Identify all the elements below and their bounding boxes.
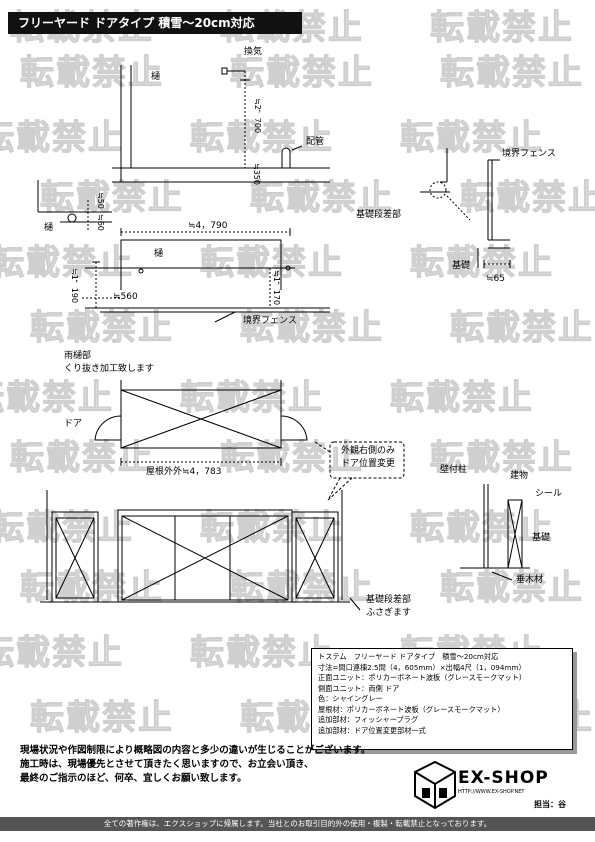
boundary-fence-label: 境界フェンス	[243, 316, 297, 326]
watermark-text: 転載禁止	[230, 53, 374, 94]
dim-2700: ≒2，700	[253, 98, 262, 134]
spec-line: 追加部材：ドア位置変更部材一式	[318, 725, 426, 735]
watermark-text: 転載禁止	[0, 633, 124, 674]
building-label: 建物	[510, 471, 529, 481]
watermark-text: 転載禁止	[440, 53, 584, 94]
notice-line: 施工時は、現場優先とさせて頂きたく思いますので、お立会い頂き、	[20, 759, 314, 770]
top-elevation	[112, 65, 330, 183]
dim-4790: ≒4，790	[188, 221, 228, 231]
watermark-text: 転載禁止	[400, 118, 544, 159]
ventilation-label: 換気	[244, 47, 263, 57]
dim-65: ≒65	[486, 274, 506, 284]
watermark-text: 転載禁止	[20, 53, 164, 94]
notice-line: 最終のご指示のほど、何卒、宜しくお願い致します。	[20, 773, 247, 784]
spec-line: 側面ユニット：両側 ドア	[318, 683, 400, 693]
watermark-text: 転載禁止	[430, 438, 574, 479]
spec-line: 寸法=間口連棟2.5間（4，605mm）×出幅4尺（1，094mm）	[318, 662, 526, 672]
watermark-text: 転載禁止	[460, 178, 595, 219]
watermark-text: 転載禁止	[390, 378, 534, 419]
watermark-text: 転載禁止	[410, 508, 554, 549]
dim-560: ≒560	[113, 292, 138, 302]
wall-post-label: 壁付柱	[440, 465, 468, 475]
gutter-label-left: 樋	[44, 223, 54, 233]
door-position-note: 外観右側のみ ドア位置変更	[340, 446, 395, 469]
foundation-detail	[420, 148, 511, 268]
watermark-text: 転載禁止	[200, 508, 344, 549]
door-label: ドア	[64, 419, 83, 429]
spec-line: 正面ユニット：ポリカーボネート波板（グレースモークマット）	[318, 673, 527, 682]
watermark-text: 転載禁止	[440, 568, 584, 609]
watermark-text: 転載禁止	[410, 243, 554, 284]
notice: 現場状況や作図制限により概略図の内容と多少の違いが生じることがございます。 施工…	[20, 744, 370, 786]
page-title: フリーヤード ドアタイプ 積雪～20cm対応	[8, 12, 302, 34]
watermark-text: 転載禁止	[0, 508, 134, 549]
watermark-text: 転載禁止	[190, 633, 334, 674]
vertical-wood-label: 垂木材	[516, 575, 544, 585]
watermark-text: 転載禁止	[180, 378, 324, 419]
front-elevation	[40, 380, 405, 611]
spec-line: トステム フリーヤード ドアタイプ 積雪～20cm対応	[318, 652, 499, 661]
watermark-text: 転載禁止	[30, 308, 174, 349]
dim-1170: ≒1，170	[272, 270, 281, 306]
watermark-text: 転載禁止	[0, 243, 134, 284]
copyright-footer: 全ての著作権は、エクスショップに帰属します。当社とのお取引目的外の使用・複製・転…	[0, 817, 595, 831]
foundation-label: 基礎	[452, 261, 471, 271]
watermark-text: 転載禁止	[10, 438, 154, 479]
gutter-label: 樋	[151, 72, 161, 82]
watermark-text: 転載禁止	[220, 438, 364, 479]
dim-1190: ≒1，190	[70, 268, 79, 304]
dim-50: ≒50	[96, 192, 105, 209]
boundary-fence-label-detail: 境界フェンス	[502, 149, 556, 159]
wall-detail	[460, 484, 530, 581]
watermark-text: 転載禁止	[200, 243, 344, 284]
watermark-text: 転載禁止	[240, 308, 384, 349]
foundation-label-2: 基礎	[532, 533, 551, 543]
watermark-text: 転載禁止	[450, 308, 594, 349]
spec-line: 追加部材：フィッシャープラグ	[318, 715, 419, 724]
foundation-step-label: 基礎段差部	[356, 210, 402, 220]
dim-350: ≒350	[252, 163, 261, 185]
watermark-text: 転載禁止	[190, 118, 334, 159]
notice-line: 現場状況や作図制限により概略図の内容と多少の違いが生じることがございます。	[20, 745, 371, 756]
watermark-text: 転載禁止	[250, 178, 394, 219]
watermark-text: 転載禁止	[30, 698, 174, 739]
pipe-label: 配管	[306, 137, 325, 147]
gutter-label-plan: 樋	[154, 249, 164, 259]
roof-width-label: 屋根外外≒4，783	[146, 467, 222, 477]
staff-label: 担当：谷	[534, 800, 566, 809]
logo-cube-icon	[414, 760, 456, 810]
spec-line: 色：シャイングレー	[318, 694, 383, 703]
foundation-step-cover-note: 基礎段差部 ふさぎます	[366, 595, 412, 618]
watermark-text: 転載禁止	[430, 8, 574, 49]
spec-line: 屋根材：ポリカーボネート波板（グレースモークマット）	[318, 704, 505, 714]
spec-box: トステム フリーヤード ドアタイプ 積雪～20cm対応 寸法=間口連棟2.5間（…	[311, 648, 573, 750]
plan-view	[82, 228, 330, 323]
seal-label: シール	[535, 489, 563, 499]
dim-60: ≒60	[96, 214, 105, 231]
rain-gutter-note: 雨樋部 くり抜き加工致します	[64, 351, 155, 374]
logo-name: EX-SHOP	[458, 768, 549, 788]
logo-url: HTTP://WWW.EX-SHOP.NET	[458, 789, 525, 795]
left-section	[37, 180, 112, 232]
watermark-text: 転載禁止	[0, 118, 124, 159]
watermark-text: 転載禁止	[0, 378, 114, 419]
